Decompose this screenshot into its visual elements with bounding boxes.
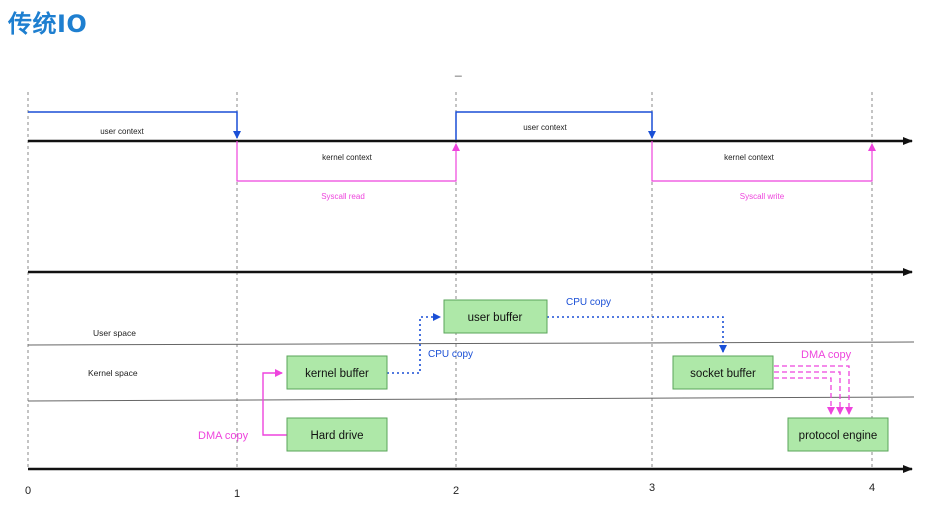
socket-buffer-label: socket buffer: [690, 368, 756, 380]
time-gridlines: [27, 92, 873, 470]
space-divider-upper: [27, 341, 915, 346]
space-divider-lower: [27, 396, 915, 402]
dma-copy-label-left: DMA copy: [198, 430, 249, 442]
user-context-line-2: [455, 111, 656, 140]
cpu-copy-path-1: [387, 313, 441, 374]
protocol-engine-box: protocol engine: [787, 417, 889, 452]
socket-buffer-box: socket buffer: [672, 355, 774, 390]
user-buffer-box: user buffer: [443, 299, 548, 334]
kernel-buffer-label: kernel buffer: [305, 368, 369, 380]
protocol-engine-label: protocol engine: [799, 430, 878, 442]
user-space-label: User space: [93, 328, 136, 338]
user-context-line-1: [28, 111, 241, 139]
kernel-context-label-2: kernel context: [724, 153, 775, 162]
syscall-write-label: Syscall write: [740, 192, 785, 201]
hard-drive-box: Hard drive: [286, 417, 388, 452]
user-buffer-label: user buffer: [468, 312, 523, 324]
dma-copy-path-right: [774, 365, 853, 415]
page-title: 传统IO: [8, 10, 88, 38]
dma-copy-path-left: [262, 369, 287, 436]
tick-label-1: 1: [234, 488, 240, 500]
cpu-copy-label-upper: CPU copy: [566, 297, 611, 308]
tick-label-0: 0: [25, 485, 31, 497]
kernel-space-label: Kernel space: [88, 368, 138, 378]
cpu-copy-path-2: [547, 316, 727, 353]
tick-label-3: 3: [649, 482, 655, 494]
kernel-context-line-1: [236, 141, 460, 182]
dash-mark: _: [455, 63, 462, 77]
kernel-context-label-1: kernel context: [322, 153, 373, 162]
tick-label-4: 4: [869, 482, 875, 494]
dma-copy-label-right: DMA copy: [801, 349, 852, 361]
tick-label-2: 2: [453, 485, 459, 497]
kernel-context-line-2: [651, 141, 876, 182]
cpu-copy-label-lower: CPU copy: [428, 349, 473, 360]
hard-drive-label: Hard drive: [310, 430, 363, 442]
syscall-read-label: Syscall read: [321, 192, 365, 201]
user-context-label-2: user context: [523, 123, 567, 132]
kernel-buffer-box: kernel buffer: [286, 355, 388, 390]
user-context-label-1: user context: [100, 127, 144, 136]
